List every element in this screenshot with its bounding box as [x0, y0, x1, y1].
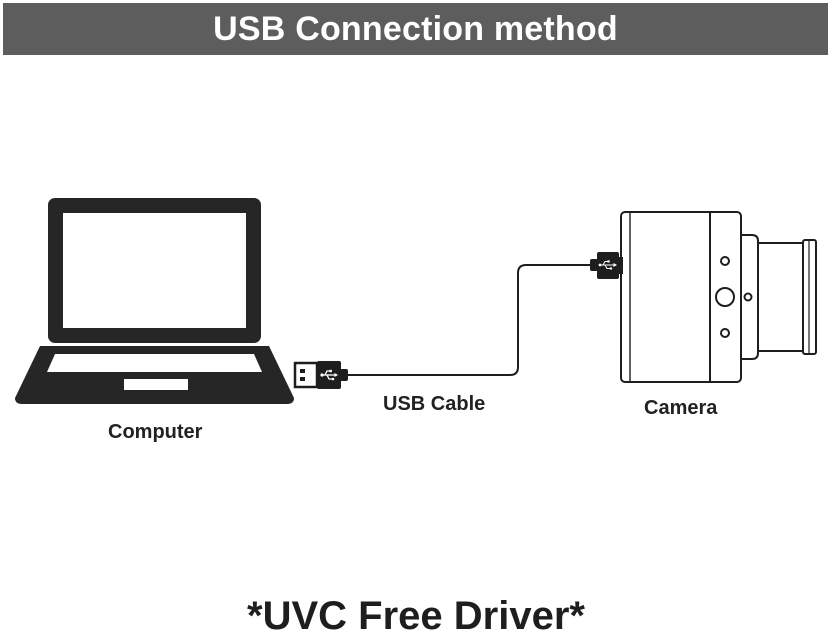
header-banner: USB Connection method: [3, 3, 828, 55]
camera-label: Camera: [644, 397, 718, 419]
usb-cable-label: USB Cable: [383, 393, 486, 415]
micro-usb-plug-icon: [590, 252, 623, 279]
laptop-icon: [15, 198, 294, 404]
page-title: USB Connection method: [213, 9, 618, 48]
usb-a-plug-icon: [293, 361, 348, 389]
camera-icon: [620, 211, 817, 383]
uvc-driver-note: *UVC Free Driver*: [247, 594, 585, 638]
usb-symbol-icon: [320, 369, 338, 381]
usb-cable-icon: [348, 264, 596, 376]
computer-label: Computer: [108, 421, 203, 443]
